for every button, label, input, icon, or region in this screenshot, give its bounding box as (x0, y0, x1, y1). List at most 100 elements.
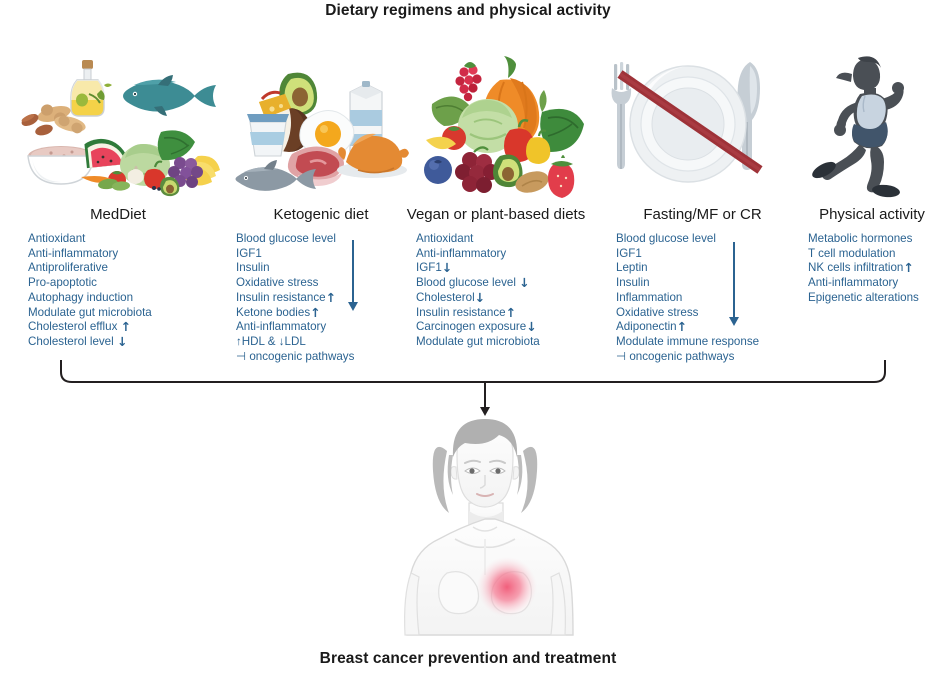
list-item: Metabolic hormones (808, 232, 913, 245)
list-item: Oxidative stress (616, 305, 699, 319)
arm-right (550, 572, 566, 636)
list-item: Oxidative stress (236, 276, 319, 290)
cheese-icon (259, 90, 291, 118)
convergence-bracket (60, 360, 886, 386)
column-meddiet: MedDiet Antioxidant Anti-inflammatory An… (28, 206, 228, 350)
shorts-icon (852, 122, 888, 148)
head (447, 419, 523, 508)
list-item: Anti-inflammatory (28, 246, 119, 260)
column-heading-meddiet: MedDiet (90, 206, 146, 223)
list-item: Inflammation (616, 290, 683, 304)
tank-top-icon (856, 94, 886, 129)
list-item: Cholesterol level ↓ (28, 333, 128, 349)
trend-arrow: ↓ (519, 275, 530, 291)
list-item: Anti-inflammatory (808, 276, 899, 290)
grapes-icon (455, 146, 499, 193)
column-heading-vegan: Vegan or plant-based diets (406, 206, 586, 223)
list-item: Insulin resistance↑ (416, 304, 517, 320)
roast-chicken-icon (337, 133, 409, 178)
list-item: Insulin (236, 261, 270, 275)
no-food-strike-icon (617, 70, 763, 174)
list-item: ↑HDL & ↓LDL (236, 334, 306, 348)
list-item: T cell modulation (808, 246, 896, 260)
list-item: Carcinogen exposure↓ (416, 319, 537, 335)
list-item: IGF1 (236, 246, 262, 260)
list-item: Cholesterol↓ (416, 289, 486, 305)
female-torso-with-breast-tumor-illustration (395, 415, 585, 636)
list-item: Leptin (616, 261, 648, 275)
column-items-physical-activity: Metabolic hormones T cell modulation NK … (808, 232, 936, 306)
trend-arrow: ↑ (676, 319, 688, 335)
trend-arrow: ↑ (325, 289, 337, 305)
list-item: Ketone bodies↑ (236, 304, 321, 320)
column-vegan: Vegan or plant-based diets Antioxidant A… (398, 206, 613, 350)
outcome-title: Breast cancer prevention and treatment (319, 650, 617, 667)
column-heading-fasting: Fasting/MF or CR (643, 206, 762, 223)
list-item: Blood glucose level (616, 232, 716, 245)
trend-arrow: ↓ (474, 289, 486, 305)
list-item: Anti-inflammatory (236, 320, 327, 334)
crossed-out-empty-plate-illustration (596, 52, 784, 197)
produce-pile-icon (81, 130, 220, 197)
list-item: Autophagy induction (28, 290, 134, 304)
trend-arrow: ↓ (441, 260, 453, 276)
raspberry-icon (455, 62, 482, 102)
avocado-icon (493, 154, 523, 188)
list-item: Cholesterol efflux ↑ (28, 319, 132, 335)
column-physical-activity: Physical activity Metabolic hormones T c… (808, 206, 936, 306)
breast-tumor-marker (477, 557, 537, 617)
trend-arrow: ↑ (120, 319, 132, 335)
list-item: Blood glucose level ↓ (416, 275, 530, 291)
list-item: NK cells infiltration↑ (808, 260, 914, 276)
trend-arrow: ↓ (526, 319, 537, 335)
trend-arrow: ↓ (116, 333, 128, 349)
list-item: Antiproliferative (28, 261, 108, 275)
nuts-icon (21, 104, 86, 136)
list-item: IGF1↓ (416, 260, 453, 276)
list-item: Antioxidant (28, 232, 86, 245)
list-item: Modulate immune response (616, 334, 760, 348)
list-item: Blood glucose level (236, 232, 336, 245)
list-item: Modulate gut microbiota (28, 305, 152, 319)
list-item: Anti-inflammatory (416, 246, 507, 260)
list-item: ⊣ oncogenic pathways (616, 349, 735, 363)
list-item: Epigenetic alterations (808, 290, 919, 304)
list-item: Pro-apoptotic (28, 276, 97, 290)
page-title: Dietary regimens and physical activity (325, 2, 611, 19)
list-item: Modulate gut microbiota (416, 334, 540, 348)
breast-left (438, 571, 480, 615)
trend-arrow: ↑ (903, 260, 914, 276)
gray-fish-icon (235, 160, 316, 191)
trend-arrow: ↑ (310, 304, 321, 320)
steak-icon (287, 146, 344, 186)
grain-bowl-icon (27, 146, 95, 185)
blueberry-icon (424, 156, 452, 184)
trend-arrow: ↑ (505, 304, 517, 320)
list-item: IGF1 (616, 246, 642, 260)
strawberry-icon (548, 155, 575, 198)
hair-icon (452, 419, 518, 457)
ketogenic-food-illustration (235, 70, 411, 195)
running-woman-illustration (810, 52, 930, 200)
yellow-pepper-icon (526, 129, 551, 164)
fish-icon (123, 75, 216, 116)
column-heading-ketogenic: Ketogenic diet (273, 206, 369, 223)
list-item: ⊣ oncogenic pathways (236, 349, 355, 363)
list-item: Insulin resistance↑ (236, 289, 337, 305)
hair-icon (432, 446, 449, 513)
chard-icon (539, 90, 584, 152)
column-items-meddiet: Antioxidant Anti-inflammatory Antiprolif… (28, 232, 228, 350)
list-item: Adiponectin↑ (616, 319, 688, 335)
olive-oil-icon (70, 60, 112, 117)
yogurt-cup-icon (247, 114, 289, 157)
arm-left (404, 572, 420, 636)
shoe-icon (812, 161, 836, 179)
plant-food-illustration (418, 52, 593, 200)
column-heading-physical-activity: Physical activity (819, 206, 925, 223)
shoe-icon (872, 184, 900, 198)
mediterranean-food-illustration (8, 58, 223, 197)
squash-icon (426, 136, 456, 150)
cabbage-icon (458, 99, 518, 153)
list-item: Antioxidant (416, 232, 474, 245)
